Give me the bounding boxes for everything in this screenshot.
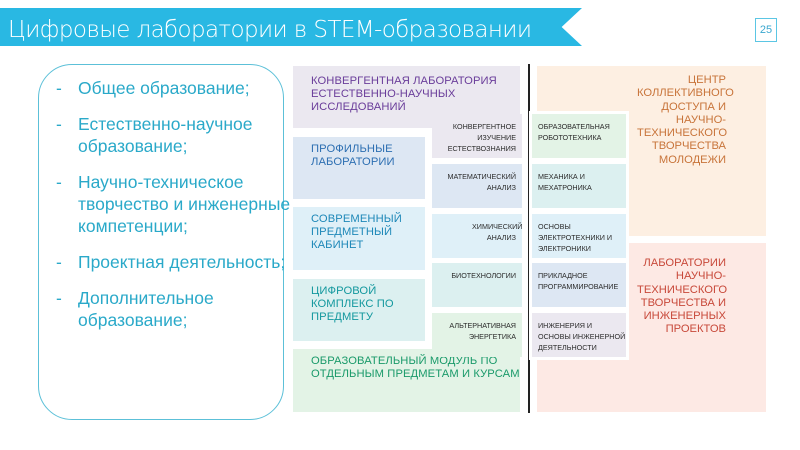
title-ribbon: Цифровые лаборатории в STEM-образовании (0, 8, 582, 46)
block-label: ПРОФИЛЬНЫЕ ЛАБОРАТОРИИ (311, 143, 395, 168)
cell-label: БИОТЕХНОЛОГИИ (451, 271, 516, 280)
block-profile-labs: ПРОФИЛЬНЫЕ ЛАБОРАТОРИИ (293, 137, 425, 199)
education-types-panel: -Общее образование; -Естественно-научное… (38, 64, 290, 420)
list-item: -Общее образование; (56, 77, 293, 99)
dash-bullet: - (56, 114, 62, 134)
cell-label: АЛЬТЕРНАТИВНАЯ ЭНЕРГЕТИКА (449, 321, 516, 341)
dash-bullet: - (56, 252, 62, 272)
list-item-label: Естественно-научное образование; (78, 114, 253, 156)
cell-educational-robotics: ОБРАЗОВАТЕЛЬНАЯ РОБОТОТЕХНИКА (529, 111, 629, 161)
list-item-label: Проектная деятельность; (78, 252, 286, 272)
cell-label: ПРИКЛАДНОЕ ПРОГРАММИРОВАНИЕ (538, 271, 619, 291)
dash-bullet: - (56, 288, 62, 308)
dash-bullet: - (56, 78, 62, 98)
cell-electronics-basics: ОСНОВЫ ЭЛЕКТРОТЕХНИКИ И ЭЛЕКТРОНИКИ (529, 211, 629, 261)
cell-applied-programming: ПРИКЛАДНОЕ ПРОГРАММИРОВАНИЕ (529, 260, 629, 310)
cell-label: ХИМИЧЕСКИЙ АНАЛИЗ (472, 222, 523, 242)
cell-label: ОБРАЗОВАТЕЛЬНАЯ РОБОТОТЕХНИКА (538, 122, 610, 142)
list-item-label: Научно-техническое творчество и инженерн… (78, 172, 291, 236)
block-label: ОБРАЗОВАТЕЛЬНЫЙ МОДУЛЬ ПО ОТДЕЛЬНЫМ ПРЕД… (311, 355, 520, 380)
cell-biotechnology: БИОТЕХНОЛОГИИ (432, 263, 522, 307)
page-number: 25 (755, 18, 777, 42)
cell-mechanics-mechatronics: МЕХАНИКА И МЕХАТРОНИКА (529, 161, 629, 211)
cell-engineering-basics: ИНЖЕНЕРИЯ И ОСНОВЫ ИНЖЕНЕРНОЙ ДЕЯТЕЛЬНОС… (529, 310, 629, 360)
dash-bullet: - (56, 172, 62, 192)
list-item: -Дополнительное образование; (56, 287, 293, 331)
cell-label: КОНВЕРГЕНТНОЕ ИЗУЧЕНИЕ ЕСТЕСТВОЗНАНИЯ (447, 122, 516, 153)
cell-alternative-energy: АЛЬТЕРНАТИВНАЯ ЭНЕРГЕТИКА (432, 313, 522, 357)
cell-label: ИНЖЕНЕРИЯ И ОСНОВЫ ИНЖЕНЕРНОЙ ДЕЯТЕЛЬНОС… (538, 321, 626, 352)
block-digital-complex: ЦИФРОВОЙ КОМПЛЕКС ПО ПРЕДМЕТУ (293, 279, 425, 341)
block-label: ЛАБОРАТОРИИ НАУЧНО-ТЕХНИЧЕСКОГО ТВОРЧЕСТ… (637, 257, 728, 336)
list-item: -Проектная деятельность; (56, 251, 293, 273)
block-convergent-lab: КОНВЕРГЕНТНАЯ ЛАБОРАТОРИЯ ЕСТЕСТВЕННО-НА… (293, 66, 520, 128)
cell-convergent-study: КОНВЕРГЕНТНОЕ ИЗУЧЕНИЕ ЕСТЕСТВОЗНАНИЯ (432, 114, 522, 158)
block-educational-module: ОБРАЗОВАТЕЛЬНЫЙ МОДУЛЬ ПО ОТДЕЛЬНЫМ ПРЕД… (293, 349, 520, 412)
block-subject-classroom: СОВРЕМЕННЫЙ ПРЕДМЕТНЫЙ КАБИНЕТ (293, 207, 425, 270)
slide-title: Цифровые лаборатории в STEM-образовании (8, 17, 532, 43)
block-label: ЦИФРОВОЙ КОМПЛЕКС ПО ПРЕДМЕТУ (311, 285, 394, 323)
cell-label: ОСНОВЫ ЭЛЕКТРОТЕХНИКИ И ЭЛЕКТРОНИКИ (538, 222, 613, 253)
cell-chemical-analysis: ХИМИЧЕСКИЙ АНАЛИЗ (432, 214, 522, 258)
block-label: КОНВЕРГЕНТНАЯ ЛАБОРАТОРИЯ ЕСТЕСТВЕННО-НА… (311, 75, 497, 113)
list-item: -Научно-техническое творчество и инженер… (56, 171, 293, 237)
education-types-list: -Общее образование; -Естественно-научное… (56, 77, 293, 345)
cell-label: МЕХАНИКА И МЕХАТРОНИКА (538, 172, 592, 192)
cell-math-analysis: МАТЕМАТИЧЕСКИЙ АНАЛИЗ (432, 164, 522, 208)
block-label: ЦЕНТР КОЛЛЕКТИВНОГО ДОСТУПА И НАУЧНО-ТЕХ… (637, 74, 734, 166)
block-label: СОВРЕМЕННЫЙ ПРЕДМЕТНЫЙ КАБИНЕТ (311, 213, 402, 251)
vertical-divider (528, 64, 530, 413)
cell-label: МАТЕМАТИЧЕСКИЙ АНАЛИЗ (447, 172, 516, 192)
list-item-label: Общее образование; (78, 78, 250, 98)
list-item-label: Дополнительное образование; (78, 288, 214, 330)
list-item: -Естественно-научное образование; (56, 113, 293, 157)
